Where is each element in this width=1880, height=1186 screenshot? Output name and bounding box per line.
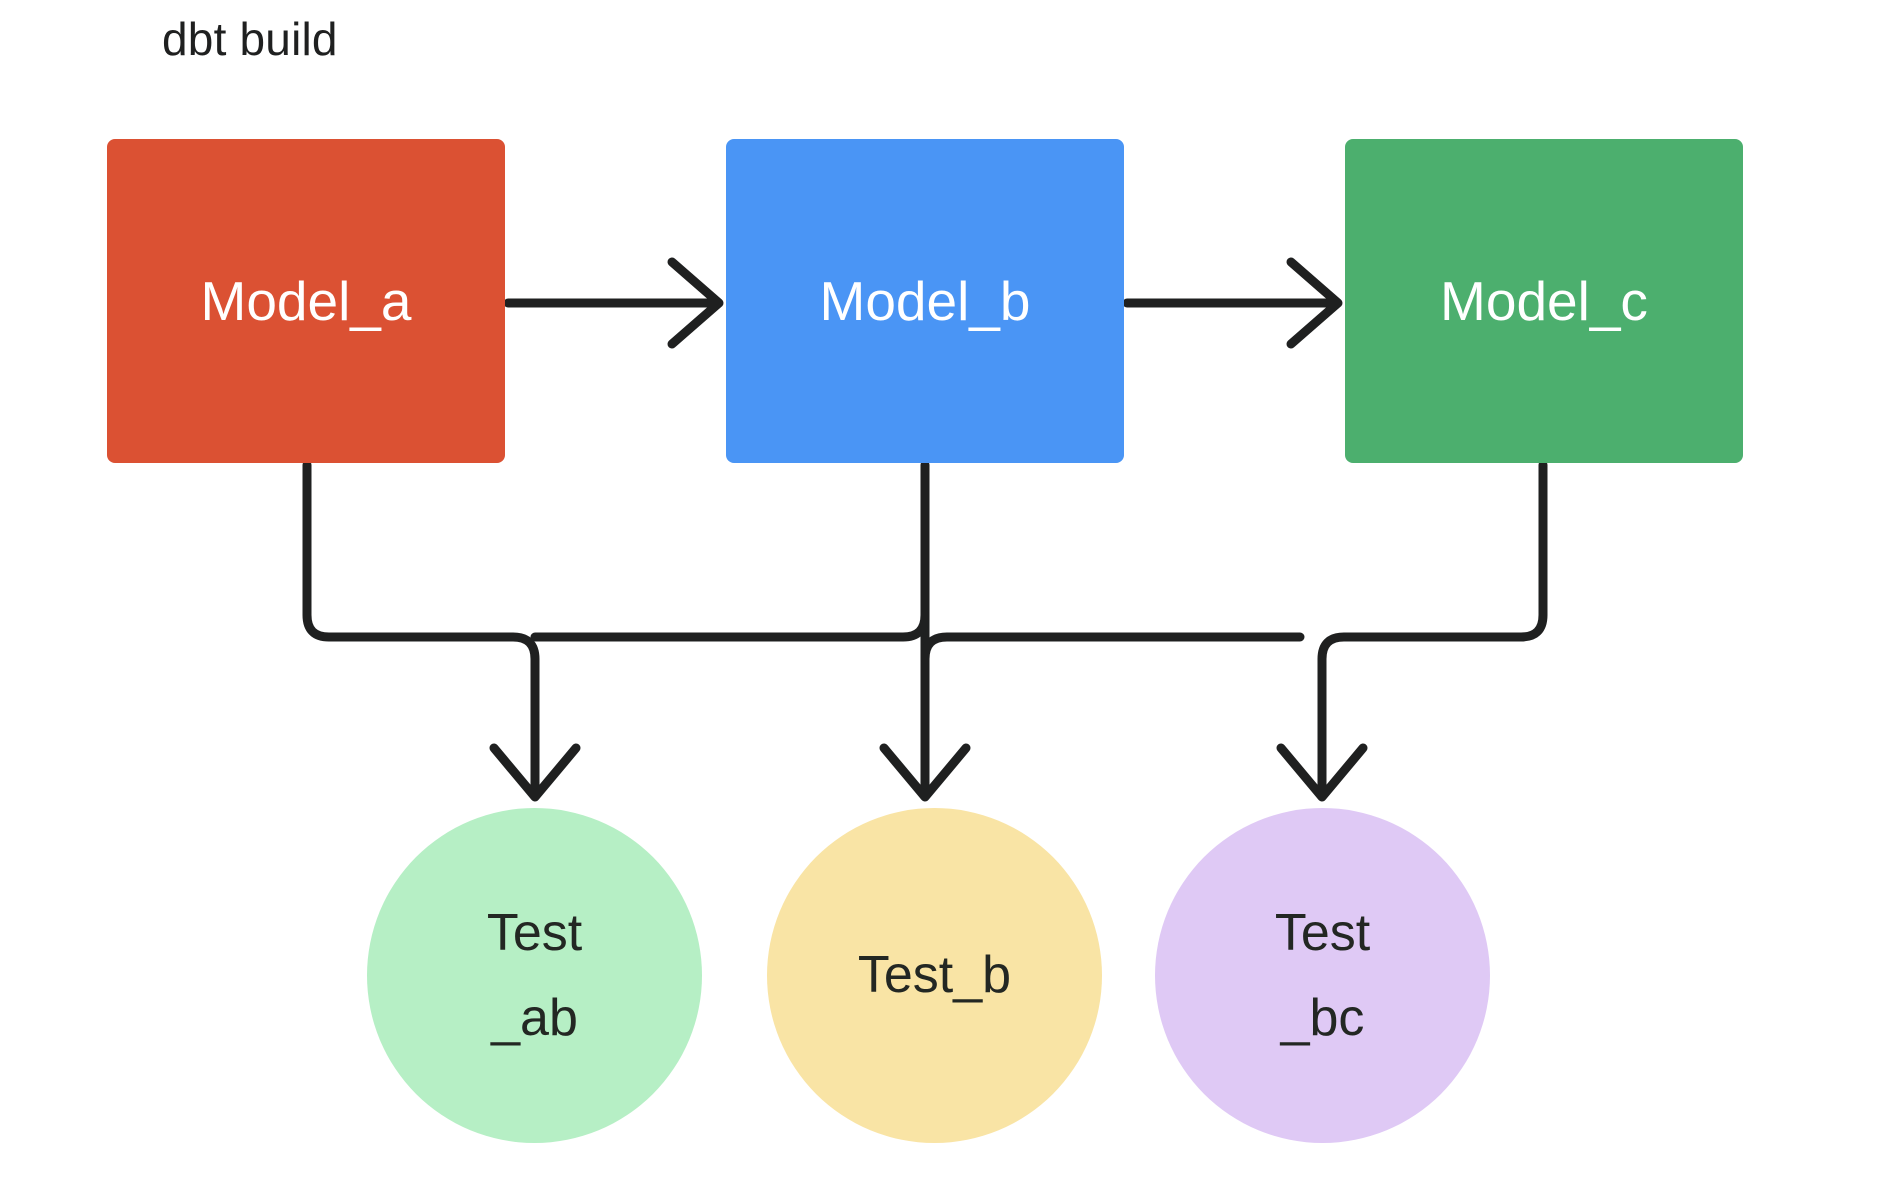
edge-bus-left	[530, 610, 930, 642]
edge-bus-left-lower	[920, 632, 1305, 664]
node-model-c-label: Model_c	[1440, 269, 1648, 332]
node-test-ab-label-line2: _ab	[491, 988, 578, 1047]
arrowhead-model-a-to-model-b	[667, 257, 724, 349]
node-model-a-label: Model_a	[200, 269, 412, 332]
node-test-ab[interactable]: Test _ab	[367, 808, 702, 1143]
node-test-bc-label-line1: Test	[1274, 904, 1371, 963]
arrowhead-model-b-to-test-b	[879, 743, 971, 802]
edge-model-c-to-test-bc	[1317, 460, 1548, 798]
edge-model-a-to-test-ab	[302, 460, 540, 798]
node-test-b-label-line1: Test_b	[857, 946, 1012, 1005]
arrowhead-model-a-to-test-ab	[489, 743, 581, 802]
node-model-b[interactable]: Model_b	[726, 139, 1124, 463]
node-test-ab-label-line1: Test	[486, 904, 583, 963]
page-title: dbt build	[162, 13, 338, 65]
arrowhead-model-c-to-test-bc	[1276, 743, 1368, 802]
node-model-b-label: Model_b	[819, 269, 1031, 332]
node-test-b[interactable]: Test_b	[767, 808, 1102, 1143]
node-test-bc[interactable]: Test _bc	[1155, 808, 1490, 1143]
node-model-c[interactable]: Model_c	[1345, 139, 1743, 463]
arrowhead-model-b-to-model-c	[1286, 257, 1343, 349]
node-test-bc-label-line2: _bc	[1280, 988, 1365, 1047]
node-model-a[interactable]: Model_a	[107, 139, 505, 463]
